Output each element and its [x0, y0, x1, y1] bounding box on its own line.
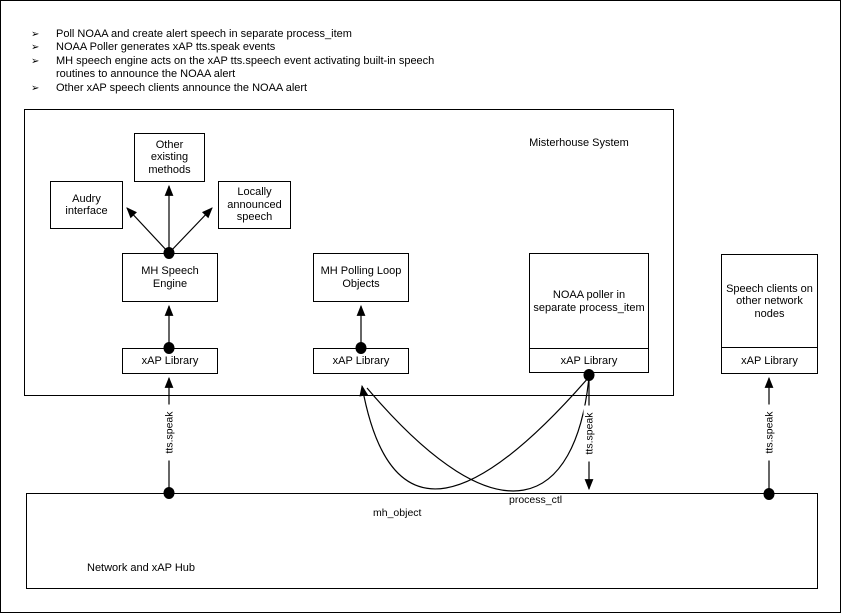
- note-text: routines to announce the NOAA alert: [56, 68, 236, 81]
- mh-polling-loop-box: MH Polling Loop Objects: [313, 253, 409, 302]
- network-hub-title: Network and xAP Hub: [87, 562, 196, 574]
- process-ctl-label: process_ctl: [508, 494, 564, 506]
- note-item: ➢ Poll NOAA and create alert speech in s…: [31, 28, 434, 41]
- other-existing-methods-box: Other existing methods: [134, 133, 205, 182]
- mh-speech-engine-box: MH Speech Engine: [122, 253, 218, 302]
- misterhouse-system-title: Misterhouse System: [529, 137, 629, 149]
- mh-object-label: mh_object: [372, 507, 423, 519]
- tts-speak-label-right: tts.speak: [763, 404, 777, 461]
- xap-library-left-box: xAP Library: [122, 348, 218, 374]
- note-item-continuation: routines to announce the NOAA alert: [31, 68, 434, 81]
- notes-list: ➢ Poll NOAA and create alert speech in s…: [31, 28, 434, 95]
- speech-clients-title: Speech clients on other network nodes: [726, 282, 813, 320]
- speech-clients-box: Speech clients on other network nodes xA…: [721, 254, 818, 374]
- bullet-arrow-icon: ➢: [31, 55, 40, 67]
- arrow-speech-engine-to-audry: [126, 207, 170, 254]
- note-text: Poll NOAA and create alert speech in sep…: [56, 28, 352, 40]
- curve-process-ctl: [366, 376, 590, 492]
- note-text: Other xAP speech clients announce the NO…: [56, 81, 308, 94]
- note-text: NOAA Poller generates xAP tts.speak even…: [56, 41, 276, 54]
- tts-speak-label-left: tts.speak: [163, 404, 177, 461]
- bullet-arrow-icon: ➢: [31, 82, 40, 94]
- arrow-speech-engine-to-locally-announced: [168, 207, 213, 254]
- note-item: ➢ MH speech engine acts on the xAP tts.s…: [31, 55, 434, 68]
- noaa-poller-box: NOAA poller in separate process_item xAP…: [529, 253, 649, 373]
- curve-mh-object: [359, 376, 590, 490]
- xap-library-mid-box: xAP Library: [313, 348, 409, 374]
- note-text: MH speech engine acts on the xAP tts.spe…: [56, 54, 435, 67]
- speech-clients-xap-library-footer: xAP Library: [722, 347, 817, 373]
- tts-speak-label-noaa: tts.speak: [583, 405, 597, 462]
- note-item: ➢ NOAA Poller generates xAP tts.speak ev…: [31, 41, 434, 54]
- note-item: ➢ Other xAP speech clients announce the …: [31, 82, 434, 95]
- bullet-arrow-icon: ➢: [31, 42, 40, 54]
- locally-announced-speech-box: Locally announced speech: [218, 181, 291, 229]
- audry-interface-box: Audry interface: [50, 181, 123, 229]
- bullet-arrow-icon: ➢: [31, 29, 40, 40]
- noaa-poller-title: NOAA poller in separate process_item: [533, 289, 645, 314]
- noaa-xap-library-footer: xAP Library: [530, 348, 648, 372]
